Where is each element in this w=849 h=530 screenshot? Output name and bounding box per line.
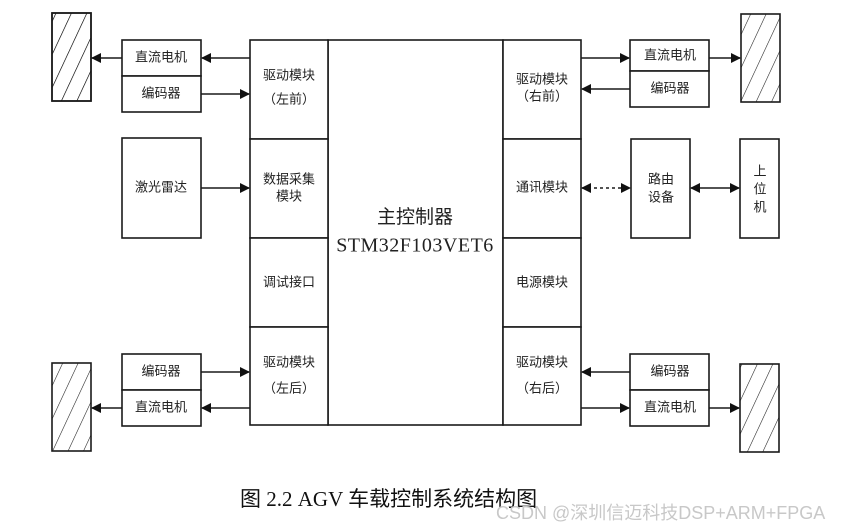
label-drive-rr-2: （右后）	[516, 382, 568, 397]
label-power: 电源模块	[516, 276, 568, 291]
label-motor-fl: 直流电机	[135, 51, 187, 66]
label-drive-rl-2: （左后）	[263, 382, 315, 397]
label-lidar: 激光雷达	[135, 181, 187, 196]
label-debug: 调试接口	[263, 275, 315, 291]
label-drive-fr-2: （右前）	[516, 89, 568, 105]
label-acq-1: 数据采集	[263, 172, 315, 188]
module-drive-front-right	[502, 39, 582, 140]
wheel-front-right-icon	[740, 13, 781, 103]
label-drive-fl-2: （左前）	[263, 92, 315, 108]
main-controller-model: STM32F103VET6	[336, 235, 494, 257]
wheel-rear-right-icon	[739, 363, 780, 453]
module-drive-rear-right	[502, 326, 582, 426]
label-drive-fr-1: 驱动模块	[516, 73, 568, 88]
label-drive-rr-1: 驱动模块	[516, 356, 568, 371]
label-encoder-rr: 编码器	[650, 365, 689, 380]
dc-motor-front-right	[629, 39, 710, 72]
label-encoder-fl: 编码器	[141, 87, 180, 102]
module-data-acquisition	[249, 138, 329, 239]
label-motor-fr: 直流电机	[644, 49, 696, 64]
label-comm: 通讯模块	[516, 181, 568, 196]
label-host-3: 机	[753, 201, 766, 216]
label-encoder-rl: 编码器	[141, 365, 180, 380]
encoder-rear-right	[629, 353, 710, 391]
router-box	[630, 138, 691, 239]
lidar-box	[121, 137, 202, 239]
label-host-2: 位	[753, 183, 766, 198]
label-drive-fl-1: 驱动模块	[263, 69, 315, 84]
label-motor-rr: 直流电机	[644, 401, 696, 416]
dc-motor-rear-right	[629, 389, 710, 427]
encoder-rear-left	[121, 353, 202, 391]
label-router-2: 设备	[648, 190, 674, 206]
label-acq-2: 模块	[276, 190, 302, 205]
agv-control-diagram: 主控制器 STM32F103VET6 驱动模块 （左前） 数据采集 模块 调试接…	[51, 12, 781, 453]
encoder-front-left	[121, 75, 202, 113]
figure-caption: 图 2.2 AGV 车载控制系统结构图	[240, 487, 538, 511]
module-drive-rear-left	[249, 326, 329, 426]
module-drive-front-left	[249, 39, 329, 140]
host-pc-box	[739, 138, 780, 239]
label-encoder-fr: 编码器	[650, 82, 689, 97]
label-drive-rl-1: 驱动模块	[263, 356, 315, 371]
watermark: CSDN @深圳信迈科技DSP+ARM+FPGA	[496, 503, 826, 523]
label-router-1: 路由	[648, 172, 674, 188]
label-motor-rl: 直流电机	[135, 401, 187, 416]
main-controller-box	[327, 39, 504, 426]
module-debug-interface	[249, 237, 329, 328]
wheel-rear-left-icon	[51, 362, 92, 452]
main-controller-title: 主控制器	[377, 206, 453, 228]
encoder-front-right	[629, 70, 710, 108]
label-host-1: 上	[753, 165, 766, 180]
